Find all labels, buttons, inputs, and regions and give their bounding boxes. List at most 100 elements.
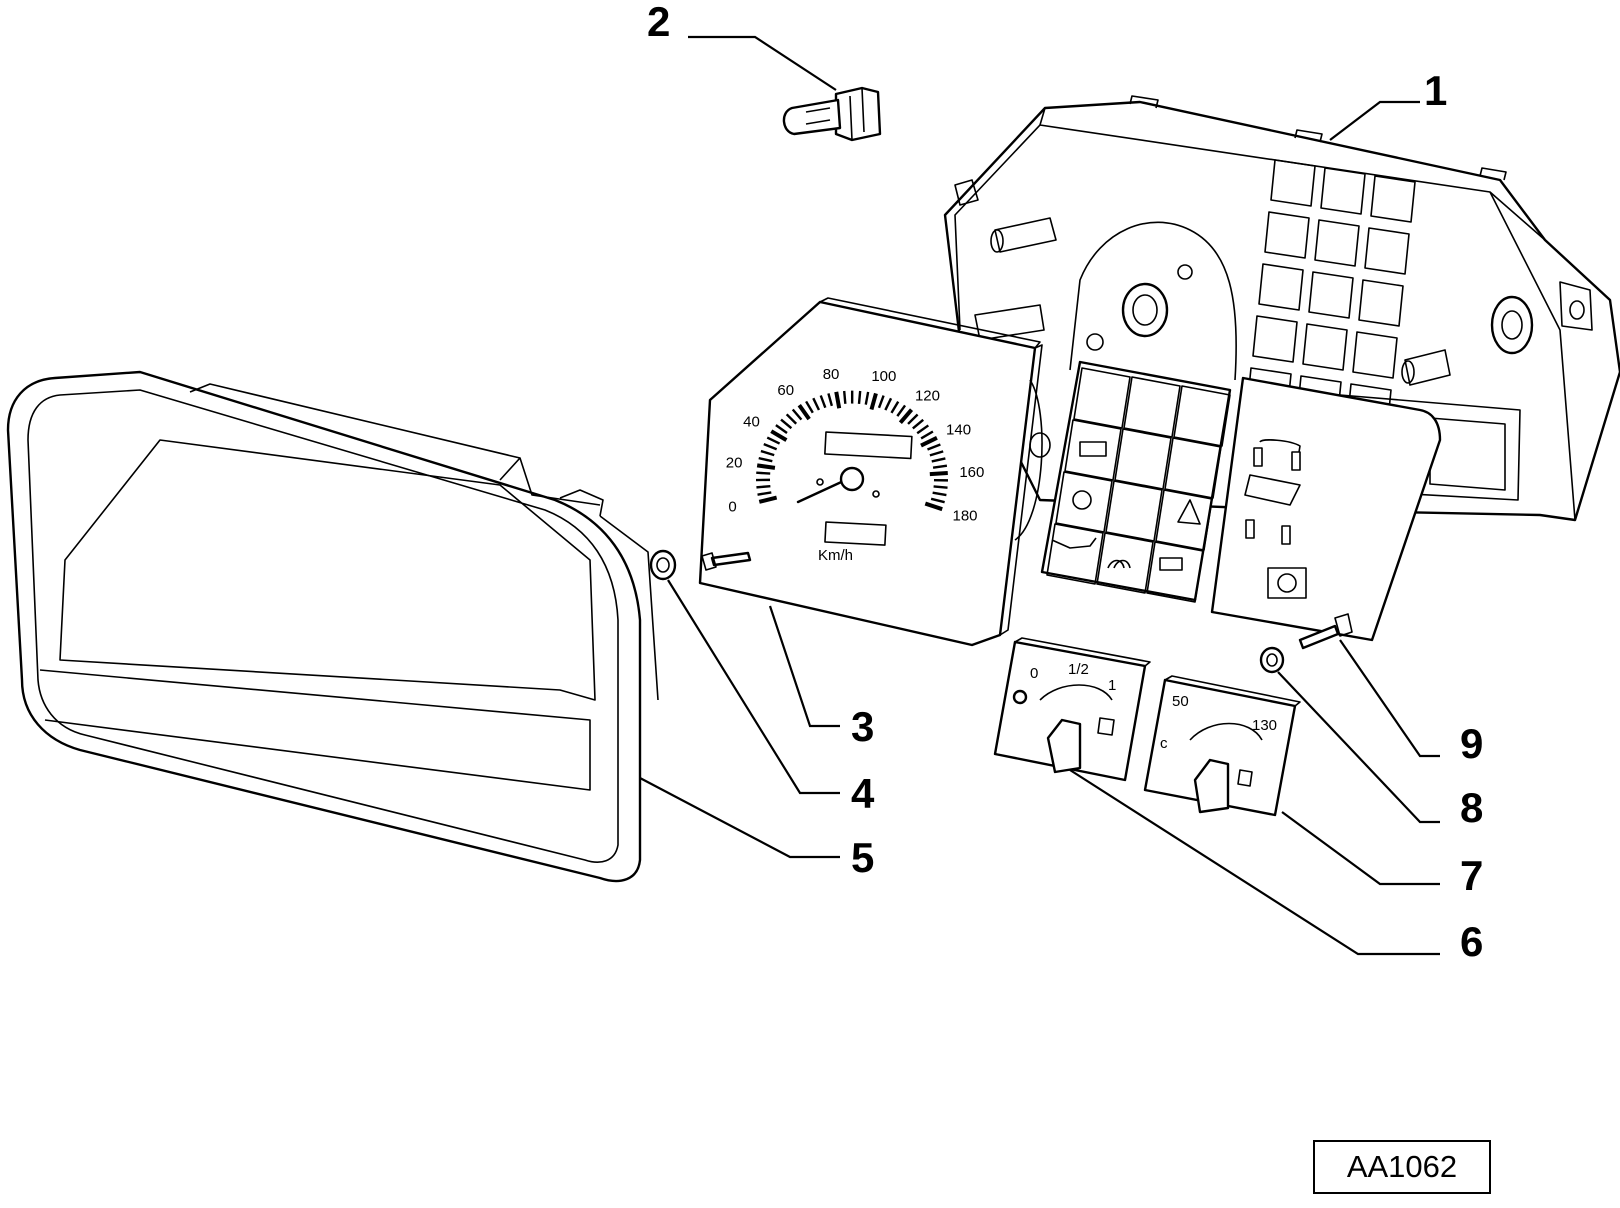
callout-6: 6 <box>1460 918 1483 965</box>
speed-scale-tick <box>884 397 893 411</box>
speed-scale-tick <box>890 400 900 414</box>
speed-scale-tick <box>834 391 842 409</box>
speed-scale-tick <box>920 436 938 448</box>
warning-lamp-cell <box>1064 419 1122 481</box>
speed-scale-tick <box>766 436 781 445</box>
speed-scale-tick <box>812 397 821 411</box>
warning-lamp-cell <box>1055 471 1113 533</box>
speed-scale-label: 80 <box>823 366 840 383</box>
warning-lamp-cell <box>1046 523 1104 585</box>
speed-scale-tick <box>758 456 773 463</box>
glow-plug-icon <box>1107 559 1131 569</box>
fuel-gauge-part-7: 50 130 c <box>1143 675 1301 817</box>
housing-window <box>1364 227 1410 275</box>
callout-7: 7 <box>1460 852 1483 899</box>
fuel-low-label: 50 <box>1172 693 1189 710</box>
speed-scale-tick <box>898 408 914 425</box>
callout-5: 5 <box>851 834 874 881</box>
hazard-icon <box>1177 499 1201 525</box>
handbrake-indicator <box>1267 567 1307 599</box>
callout-leaders <box>639 35 1440 956</box>
warning-lamp-cell <box>1114 428 1172 490</box>
speed-scale-label: 40 <box>743 413 760 430</box>
oil-pressure-icon <box>1051 537 1097 549</box>
warning-lamp-cell <box>1146 541 1204 603</box>
temp-mid-label: 1/2 <box>1068 661 1089 678</box>
housing-window <box>1370 175 1416 223</box>
housing-window <box>1252 315 1298 363</box>
housing-window <box>1314 219 1360 267</box>
speed-scale-tick <box>775 424 788 434</box>
speed-scale-tick <box>929 450 944 457</box>
speed-scale-label: 20 <box>726 455 743 472</box>
speed-scale-tick <box>864 391 870 405</box>
speed-scale-tick <box>785 413 798 425</box>
speed-scale-tick <box>924 501 943 512</box>
warning-lamp-panel <box>1040 360 1232 603</box>
warning-lamp-cell <box>1155 489 1213 551</box>
speed-unit-label: Km/h <box>818 547 853 564</box>
speed-scale-tick <box>757 491 772 496</box>
warning-lamp-cell <box>1123 376 1181 438</box>
speed-scale-tick <box>920 430 934 440</box>
speed-scale-tick <box>933 485 948 489</box>
housing-window <box>1302 323 1348 371</box>
warning-lamp-cell <box>1164 437 1222 499</box>
housing-window <box>1352 331 1398 379</box>
speed-scale-tick <box>760 449 775 457</box>
temp-low-label: 0 <box>1030 665 1038 682</box>
speed-scale-tick <box>929 471 948 477</box>
callout-3: 3 <box>851 703 874 750</box>
speed-scale-tick <box>756 484 771 489</box>
temperature-gauge-part-6: 0 1/2 1 <box>993 637 1151 782</box>
rear-defrost-icon <box>1079 441 1107 457</box>
speed-scale-tick <box>932 491 947 497</box>
speed-scale-tick <box>770 429 788 442</box>
speed-scale-label: 0 <box>728 499 736 516</box>
brake-warning-icon <box>1072 490 1092 510</box>
speed-scale-label: 120 <box>915 388 940 405</box>
fuel-c-label: c <box>1160 735 1168 752</box>
speed-scale-tick <box>842 390 847 404</box>
speed-scale-tick <box>780 418 793 430</box>
speed-scale-tick <box>931 457 946 463</box>
speed-scale-tick <box>791 408 803 421</box>
nut-part-8 <box>1259 646 1285 674</box>
speed-scale-tick <box>869 392 878 411</box>
speed-scale-tick <box>857 390 862 404</box>
speed-scale-tick <box>763 443 778 451</box>
speed-scale-tick <box>758 495 778 504</box>
callout-8: 8 <box>1460 784 1483 831</box>
speed-scale-tick <box>756 471 771 475</box>
front-bezel-lens-part-5 <box>6 370 659 883</box>
drawing-reference-code: AA1062 <box>1313 1140 1491 1194</box>
housing-window <box>1264 211 1310 259</box>
speed-scale-tick <box>805 400 814 414</box>
warning-lamp-cell <box>1096 532 1154 594</box>
door-warning-panel <box>1210 376 1442 642</box>
housing-window <box>1270 159 1316 207</box>
housing-window <box>1258 263 1304 311</box>
speed-scale-label: 60 <box>777 382 794 399</box>
callout-4: 4 <box>851 770 875 817</box>
screw-part-9 <box>1298 613 1353 650</box>
temp-high-label: 1 <box>1108 677 1116 694</box>
speed-scale-label: 100 <box>871 368 896 385</box>
speed-scale-tick <box>932 464 948 469</box>
callout-labels: 1 2 3 4 5 6 7 8 9 <box>647 0 1483 965</box>
speed-scale-tick <box>819 395 827 409</box>
odometer-display <box>824 431 913 460</box>
speed-scale-tick <box>912 418 924 430</box>
speed-scale-tick <box>896 404 907 417</box>
speed-scale-label: 180 <box>953 507 978 524</box>
housing-window <box>1308 271 1354 319</box>
speed-scale-tick <box>927 443 941 451</box>
callout-1: 1 <box>1424 67 1447 114</box>
speed-scale-tick <box>797 404 811 421</box>
callout-9: 9 <box>1460 720 1483 767</box>
speed-scale-tick <box>827 393 834 407</box>
speed-scale-tick <box>877 395 885 409</box>
screw-part-4 <box>649 549 752 581</box>
warning-lamp-cell <box>1173 385 1231 447</box>
